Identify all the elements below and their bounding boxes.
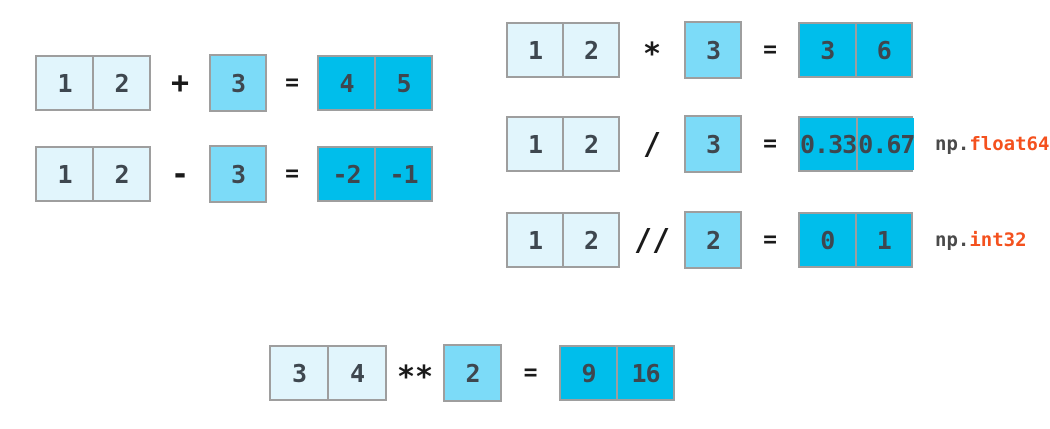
result-cell: 0.67 [856, 118, 915, 170]
result-cell: 3 [800, 24, 855, 76]
equation-row-sub: 1 2 - 3 = -2 -1 [35, 145, 433, 203]
array-cell: 2 [562, 214, 618, 266]
equals-sign: = [523, 360, 538, 386]
scalar-box: 3 [209, 54, 267, 112]
array-cell: 2 [92, 148, 149, 200]
array-cell: 3 [271, 347, 327, 399]
result-array-box: 0.33 0.67 [798, 116, 915, 172]
array-cell: 2 [562, 24, 618, 76]
input-array-box: 1 2 [35, 146, 151, 202]
equals-sign: = [763, 37, 777, 63]
floor-divide-operator: // [633, 222, 671, 258]
array-cell: 1 [508, 24, 562, 76]
input-array-box: 1 2 [506, 116, 620, 172]
dtype-prefix: np. [935, 229, 970, 251]
scalar-cell: 3 [686, 117, 740, 171]
scalar-cell: 3 [211, 56, 265, 110]
plus-operator: + [170, 65, 190, 101]
scalar-box: 3 [209, 145, 267, 203]
input-array-box: 1 2 [35, 55, 151, 111]
multiply-operator: * [642, 36, 662, 72]
array-cell: 1 [37, 57, 92, 109]
array-cell: 1 [37, 148, 92, 200]
array-cell: 1 [508, 118, 562, 170]
minus-operator: - [170, 156, 190, 192]
result-cell: 9 [561, 347, 616, 399]
scalar-cell: 3 [686, 23, 740, 77]
result-cell: -1 [374, 148, 431, 200]
result-cell: 6 [854, 24, 911, 76]
scalar-box: 3 [684, 21, 742, 79]
input-array-box: 1 2 [506, 212, 620, 268]
result-cell: 5 [374, 57, 431, 109]
scalar-cell: 2 [445, 346, 500, 400]
equals-sign: = [285, 161, 299, 187]
dtype-name: float64 [969, 133, 1050, 155]
result-array-box: 9 16 [559, 345, 675, 401]
equation-row-floordiv: 1 2 // 2 = 0 1 np.int32 [506, 211, 1027, 269]
dtype-name: int32 [969, 229, 1027, 251]
array-cell: 1 [508, 214, 562, 266]
scalar-cell: 3 [211, 147, 265, 201]
equation-row-div: 1 2 / 3 = 0.33 0.67 np.float64 [506, 115, 1049, 173]
scalar-box: 2 [684, 211, 742, 269]
array-cell: 2 [92, 57, 149, 109]
result-cell: 1 [854, 214, 911, 266]
scalar-box: 2 [443, 344, 502, 402]
array-cell: 2 [562, 118, 618, 170]
result-cell: 4 [319, 57, 374, 109]
equals-sign: = [763, 227, 777, 253]
divide-operator: / [642, 126, 662, 162]
result-array-box: -2 -1 [317, 146, 433, 202]
result-cell: 0.33 [800, 118, 857, 170]
equation-row-add: 1 2 + 3 = 4 5 [35, 54, 433, 112]
equals-sign: = [285, 70, 299, 96]
dtype-prefix: np. [935, 133, 970, 155]
scalar-box: 3 [684, 115, 742, 173]
result-array-box: 4 5 [317, 55, 433, 111]
result-array-box: 3 6 [798, 22, 913, 78]
result-cell: 0 [800, 214, 855, 266]
input-array-box: 1 2 [506, 22, 620, 78]
array-cell: 4 [327, 347, 385, 399]
dtype-label-int32: np.int32 [935, 229, 1027, 251]
equals-sign: = [763, 131, 777, 157]
input-array-box: 3 4 [269, 345, 387, 401]
power-operator: ** [396, 359, 434, 395]
dtype-label-float64: np.float64 [935, 133, 1049, 155]
result-array-box: 0 1 [798, 212, 913, 268]
equation-row-pow: 3 4 ** 2 = 9 16 [269, 344, 675, 402]
result-cell: -2 [319, 148, 374, 200]
scalar-cell: 2 [686, 213, 740, 267]
equation-row-mul: 1 2 * 3 = 3 6 [506, 21, 913, 79]
result-cell: 16 [616, 347, 673, 399]
